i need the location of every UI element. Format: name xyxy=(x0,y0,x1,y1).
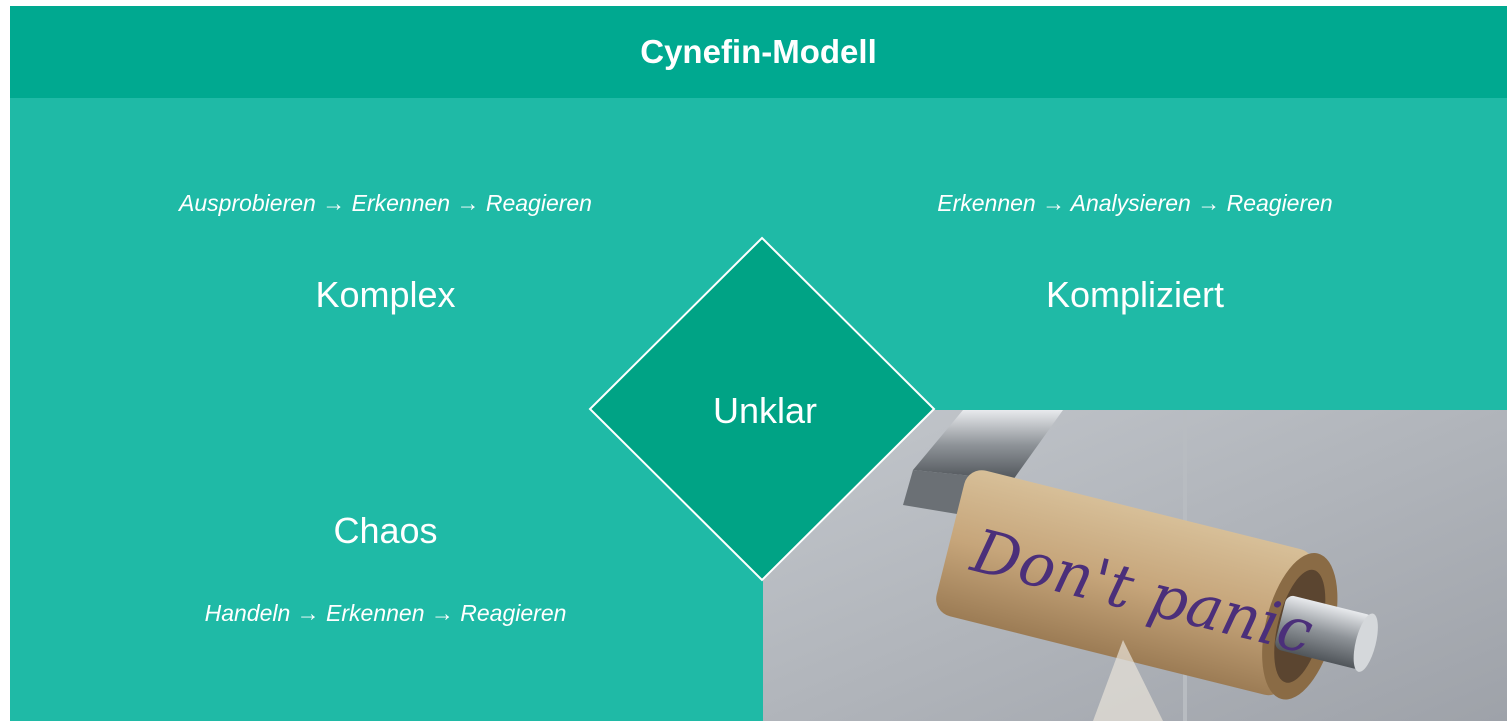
complicated-approach: Erkennen → Analysieren → Reagieren xyxy=(937,190,1333,216)
unclear-label: Unklar xyxy=(712,390,818,431)
quadrant-complex: Ausprobieren → Erkennen → Reagieren Komp… xyxy=(10,100,761,408)
quadrant-chaos: Chaos Handeln → Erkennen → Reagieren xyxy=(10,410,761,721)
complex-approach: Ausprobieren → Erkennen → Reagieren xyxy=(179,190,592,216)
header-bar: Cynefin-Modell xyxy=(10,6,1507,98)
cynefin-slide: Cynefin-Modell Ausprobieren → Erkennen →… xyxy=(10,6,1507,721)
chaos-label: Chaos xyxy=(333,510,438,551)
slide-title: Cynefin-Modell xyxy=(640,33,877,70)
toilet-roll-photo: Don't panic xyxy=(763,410,1507,721)
complicated-label: Kompliziert xyxy=(1045,274,1225,315)
photo-dont-panic: Don't panic xyxy=(763,410,1507,721)
quadrant-complicated: Erkennen → Analysieren → Reagieren Kompl… xyxy=(763,100,1507,408)
chaos-approach: Handeln → Erkennen → Reagieren xyxy=(204,600,567,626)
complex-label: Komplex xyxy=(315,274,456,315)
